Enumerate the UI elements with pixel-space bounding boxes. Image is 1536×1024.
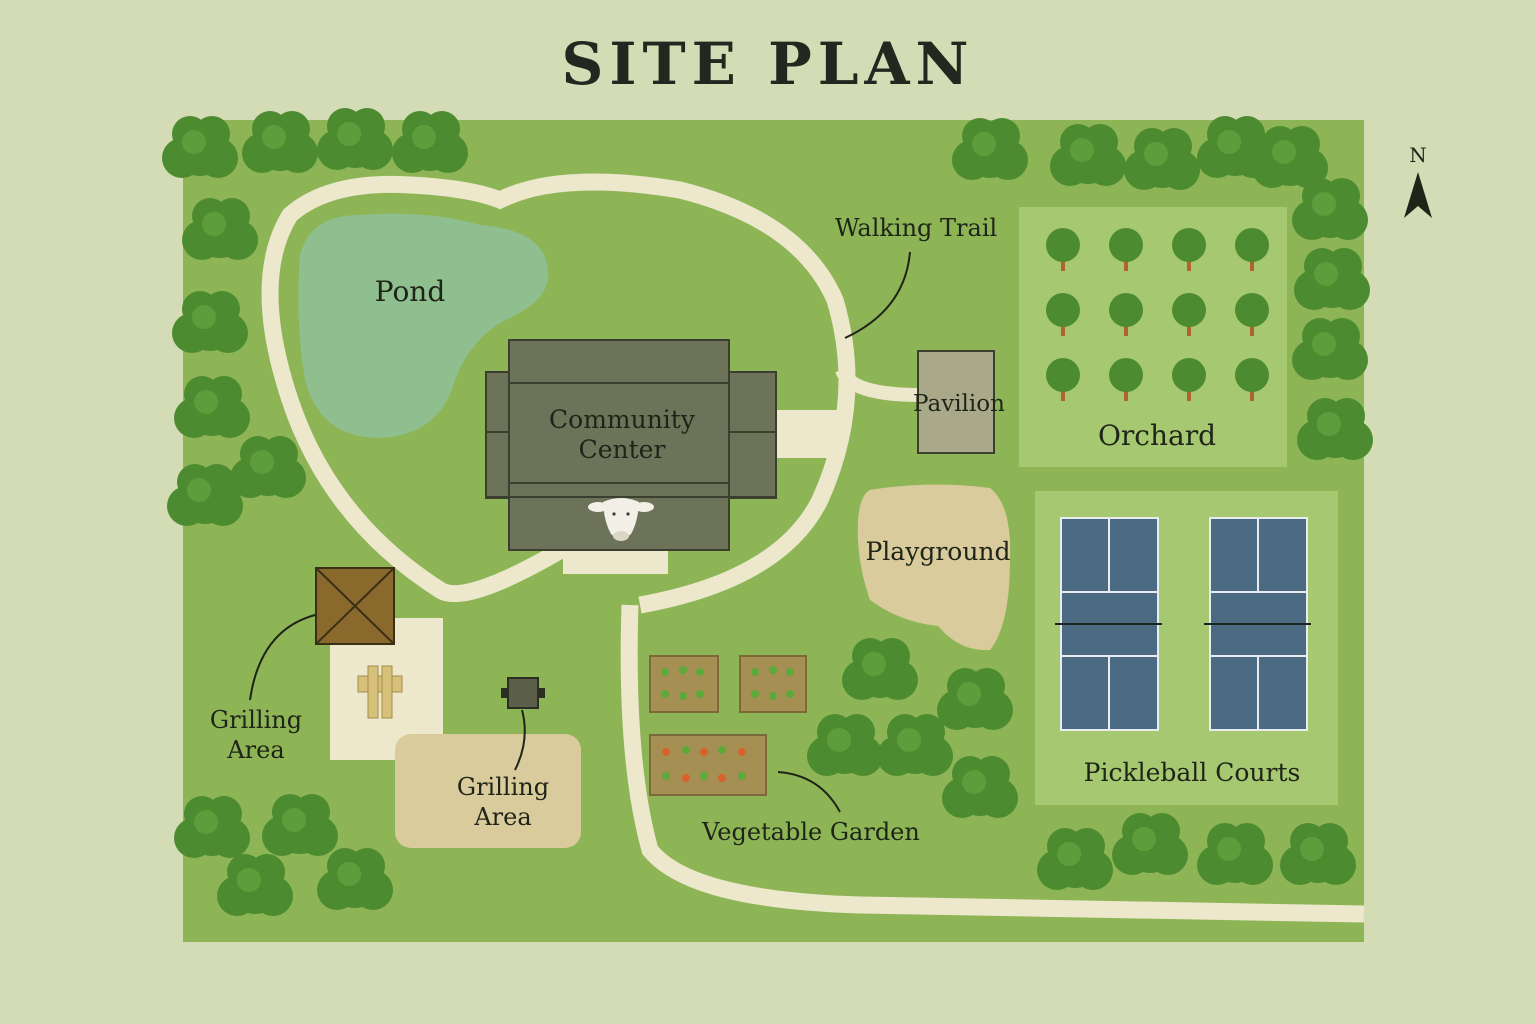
tree-clump <box>317 848 393 910</box>
garden-bed-1 <box>649 655 719 713</box>
garden-bed-3 <box>649 734 767 796</box>
page-title: SITE PLAN <box>561 30 975 98</box>
tree-clump <box>262 794 338 856</box>
tree-clump <box>1197 116 1273 178</box>
orchard-tree <box>1235 293 1269 336</box>
tree-clump <box>1197 823 1273 885</box>
leader-lines <box>249 251 911 813</box>
leader-walking-trail <box>844 251 911 339</box>
orchard-tree <box>1172 228 1206 271</box>
orchard-tree <box>1046 228 1080 271</box>
orchard-label: Orchard <box>1098 419 1216 452</box>
leader-grilling-center <box>514 709 526 771</box>
tree-clump <box>1292 318 1368 380</box>
vegetable-garden-label: Vegetable Garden <box>701 818 920 846</box>
building-east-plaza <box>770 410 840 458</box>
grilling-area-left-label-line2: Area <box>226 736 284 764</box>
community-center-label-line2: Center <box>579 435 666 464</box>
orchard-tree <box>1235 358 1269 401</box>
tree-clump <box>392 111 468 173</box>
building-south-plaza <box>563 550 668 574</box>
playground <box>857 484 1011 651</box>
orchard-tree <box>1235 228 1269 271</box>
cow-logo-icon <box>588 498 654 541</box>
tree-clump <box>1112 813 1188 875</box>
tree-clump <box>1124 128 1200 190</box>
grilling-area-center <box>395 734 581 848</box>
walking-trail-loop <box>261 173 856 614</box>
tree-clump <box>162 116 238 178</box>
pavilion-path <box>835 367 921 402</box>
tree-clump <box>952 118 1028 180</box>
community-center-label-line1: Community <box>549 405 696 434</box>
north-arrow-icon: N <box>1404 143 1432 218</box>
tree-clump <box>217 854 293 916</box>
tree-clump <box>807 714 883 776</box>
tree-clump <box>1292 178 1368 240</box>
walking-trail-label: Walking Trail <box>835 214 997 242</box>
leader-grilling-left <box>249 614 316 701</box>
orchard-tree <box>1172 293 1206 336</box>
orchard-tree <box>1109 228 1143 271</box>
grill-icon <box>501 677 545 709</box>
tree-clump <box>242 111 318 173</box>
pavilion <box>917 350 995 454</box>
orchard-tree <box>1046 293 1080 336</box>
tree-clump <box>182 198 258 260</box>
grilling-area-center-label-line1: Grilling <box>457 773 549 801</box>
pavilion-label: Pavilion <box>913 391 1005 417</box>
community-center <box>485 339 777 551</box>
leader-vegetable-garden <box>777 771 841 813</box>
orchard-tree <box>1109 358 1143 401</box>
tree-clump <box>167 464 243 526</box>
orchard-tree <box>1109 293 1143 336</box>
tree-clump <box>1294 248 1370 310</box>
compass-letter: N <box>1409 143 1427 167</box>
tree-clump <box>1252 126 1328 188</box>
tree-clump <box>1280 823 1356 885</box>
tree-clump <box>172 291 248 353</box>
grilling-area-center-label-line2: Area <box>473 803 531 831</box>
tree-clump <box>1297 398 1373 460</box>
tree-clump <box>937 668 1013 730</box>
orchard-tree <box>1172 358 1206 401</box>
tree-clump <box>230 436 306 498</box>
tree-clump <box>174 376 250 438</box>
pickleball-court-2 <box>1204 517 1311 731</box>
tree-clump <box>942 756 1018 818</box>
pickleball-courts-label: Pickleball Courts <box>1084 758 1301 787</box>
tree-clump <box>174 796 250 858</box>
tree-clump <box>317 108 393 170</box>
pond <box>298 213 549 438</box>
orchard-trees <box>1046 228 1269 401</box>
garden-bed-2 <box>739 655 807 713</box>
tree-clump <box>842 638 918 700</box>
tree-groups <box>162 108 1373 916</box>
orchard-tree <box>1046 358 1080 401</box>
picnic-table-icon <box>357 665 403 719</box>
playground-label: Playground <box>865 537 1010 566</box>
tree-clump <box>877 714 953 776</box>
grill-shelter <box>315 567 395 645</box>
walking-trail-south <box>620 604 1365 923</box>
tree-clump <box>1050 124 1126 186</box>
pond-label: Pond <box>375 275 446 308</box>
grilling-area-left-label-line1: Grilling <box>210 706 302 734</box>
pickleball-court-1 <box>1055 517 1162 731</box>
tree-clump <box>1037 828 1113 890</box>
